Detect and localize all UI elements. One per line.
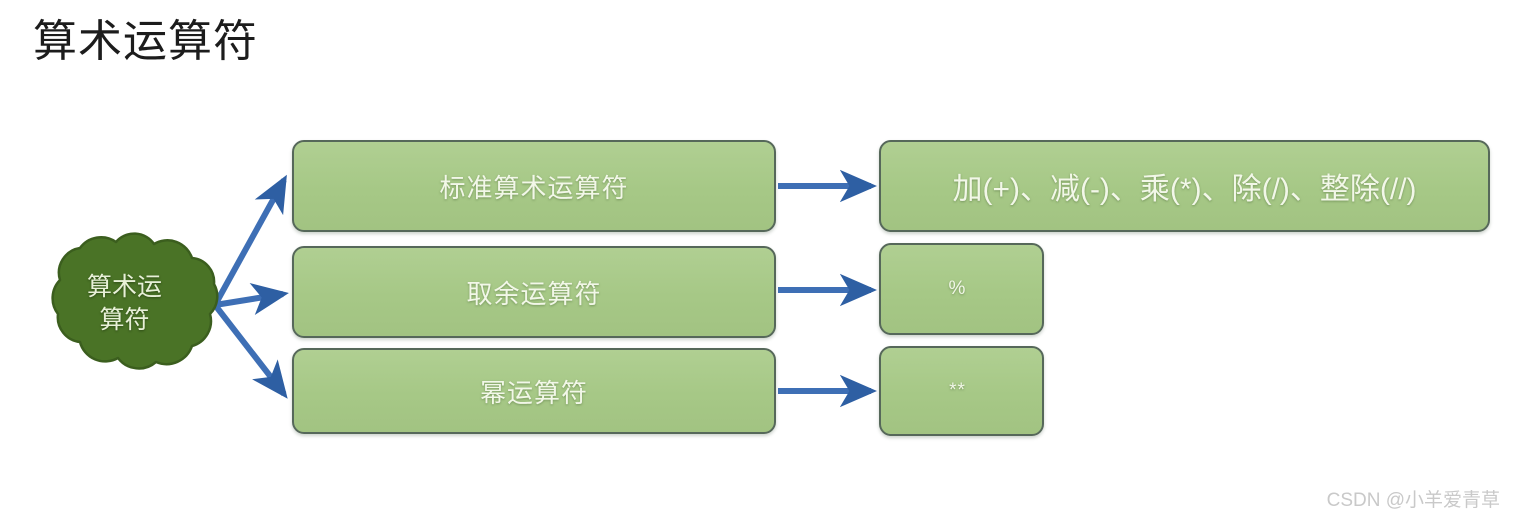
page-title: 算术运算符 — [33, 17, 258, 66]
root-node-cloud[interactable]: 算术运 算符 — [12, 230, 237, 390]
detail-box-label: % — [948, 278, 967, 299]
cloud-shape-icon — [51, 232, 219, 370]
branch-box-label: 取余运算符 — [466, 278, 602, 309]
watermark: CSDN @小羊爱青草 — [1326, 490, 1500, 511]
detail-box-modulo-operator[interactable]: % — [879, 243, 1044, 335]
branch-box-label: 幂运算符 — [479, 377, 588, 408]
branch-box-modulo[interactable]: 取余运算符 — [292, 246, 776, 338]
branch-box-label: 标准算术运算符 — [439, 172, 629, 203]
detail-box-label: 加(+)、减(-)、乘(*)、除(/)、整除(//) — [952, 173, 1417, 206]
detail-box-standard-operators[interactable]: 加(+)、减(-)、乘(*)、除(/)、整除(//) — [879, 140, 1490, 232]
branch-box-power[interactable]: 幂运算符 — [292, 348, 776, 434]
branch-box-standard-arithmetic[interactable]: 标准算术运算符 — [292, 140, 776, 232]
detail-box-label: ** — [949, 380, 966, 401]
detail-box-power-operator[interactable]: ** — [879, 346, 1044, 436]
